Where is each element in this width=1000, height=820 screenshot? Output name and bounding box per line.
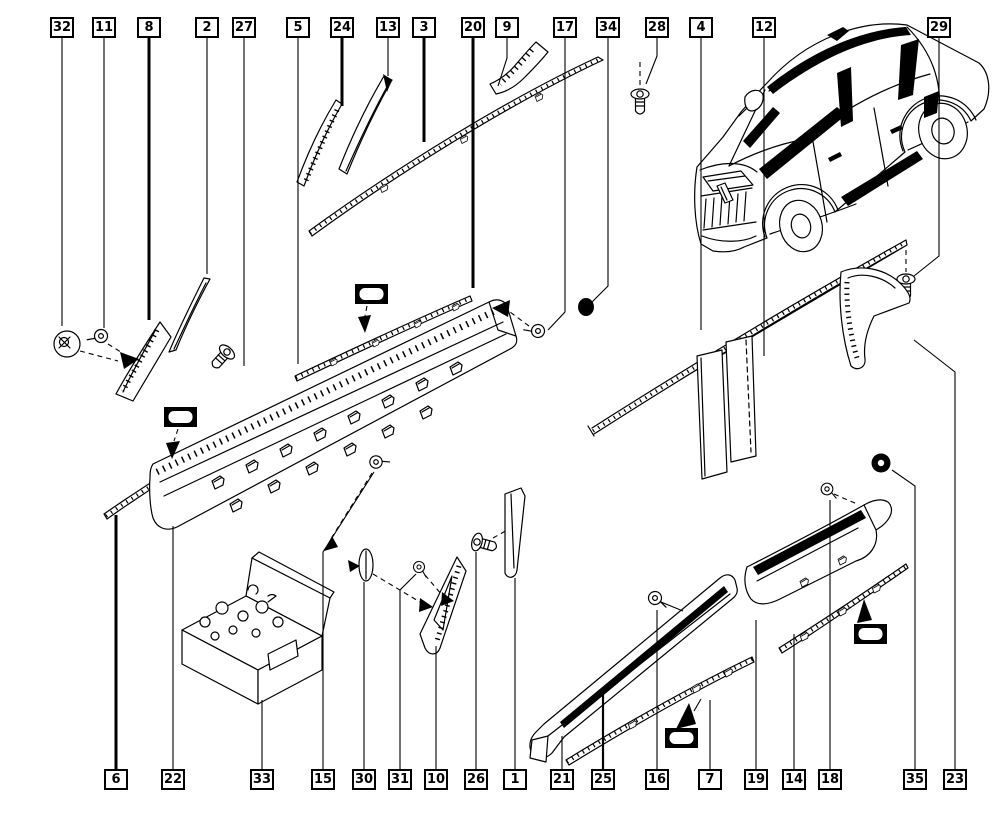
- callout-11[interactable]: 11: [92, 17, 116, 38]
- part-grommet-clip-32: [53, 330, 81, 358]
- part-clip-30: [348, 548, 374, 582]
- part-pillar-strip-2: [168, 277, 211, 353]
- part-blade-24: [296, 99, 343, 187]
- clip-kit-symbol: [665, 698, 702, 748]
- callout-9[interactable]: 9: [495, 17, 519, 38]
- clip-kit-symbol: [164, 407, 197, 459]
- part-roof-moulding-3: [308, 56, 604, 237]
- callout-7[interactable]: 7: [698, 769, 722, 790]
- callout-26[interactable]: 26: [464, 769, 488, 790]
- callout-35[interactable]: 35: [903, 769, 927, 790]
- callout-15[interactable]: 15: [311, 769, 335, 790]
- part-blade-13: [338, 74, 393, 175]
- part-clip-18: [818, 480, 858, 505]
- callout-5[interactable]: 5: [286, 17, 310, 38]
- callout-30[interactable]: 30: [352, 769, 376, 790]
- part-pillar-strip-1: [504, 487, 526, 578]
- callout-27[interactable]: 27: [232, 17, 256, 38]
- callout-28[interactable]: 28: [645, 17, 669, 38]
- part-screw-27: [206, 341, 238, 374]
- part-finisher-9: [489, 41, 549, 95]
- callout-32[interactable]: 32: [50, 17, 74, 38]
- callout-29[interactable]: 29: [927, 17, 951, 38]
- part-clip-31: [410, 558, 432, 578]
- callout-22[interactable]: 22: [161, 769, 185, 790]
- part-pillar-strips-12: [696, 335, 757, 480]
- part-lower-strip-7: [565, 656, 755, 766]
- assembly-arrow-icon: [120, 352, 139, 369]
- part-door-moulding-20: [149, 299, 518, 530]
- assembly-dashed-lines: [372, 573, 443, 603]
- callout-16[interactable]: 16: [645, 769, 669, 790]
- callout-6[interactable]: 6: [104, 769, 128, 790]
- callout-2[interactable]: 2: [195, 17, 219, 38]
- part-clip-17: [509, 311, 547, 343]
- part-screw-16: [646, 589, 684, 612]
- assembly-arrow-icon: [419, 592, 454, 612]
- clip-kit-symbol: [355, 284, 388, 333]
- callout-17[interactable]: 17: [553, 17, 577, 38]
- callout-14[interactable]: 14: [782, 769, 806, 790]
- callout-13[interactable]: 13: [376, 17, 400, 38]
- part-fastener-box-33: [181, 551, 335, 705]
- callout-3[interactable]: 3: [412, 17, 436, 38]
- part-strip-5: [294, 295, 473, 382]
- part-screw-28: [630, 62, 650, 115]
- part-screw-15: [324, 450, 391, 551]
- part-corner-trim-8: [115, 321, 172, 402]
- part-rear-moulding-19: [744, 499, 893, 605]
- callout-23[interactable]: 23: [943, 769, 967, 790]
- callout-4[interactable]: 4: [689, 17, 713, 38]
- callout-34[interactable]: 34: [596, 17, 620, 38]
- leader-lines: [61, 37, 956, 769]
- part-rivet-34: [578, 298, 594, 316]
- part-rear-strip-14: [778, 563, 909, 654]
- callout-1[interactable]: 1: [503, 769, 527, 790]
- callout-19[interactable]: 19: [744, 769, 768, 790]
- assembly-arrow-icon: [492, 300, 510, 317]
- part-grommet-35: [871, 453, 891, 473]
- callout-31[interactable]: 31: [388, 769, 412, 790]
- callout-10[interactable]: 10: [424, 769, 448, 790]
- clip-kit-symbol: [854, 599, 887, 644]
- callout-12[interactable]: 12: [752, 17, 776, 38]
- part-screw-29: [896, 250, 916, 300]
- callout-18[interactable]: 18: [818, 769, 842, 790]
- part-screw-26: [469, 528, 510, 557]
- part-sill-moulding-21: [529, 574, 738, 763]
- part-cpillar-trim-23: [839, 267, 911, 370]
- callout-8[interactable]: 8: [137, 17, 161, 38]
- callout-20[interactable]: 20: [461, 17, 485, 38]
- callout-24[interactable]: 24: [330, 17, 354, 38]
- callout-21[interactable]: 21: [550, 769, 574, 790]
- part-clip-11: [86, 326, 111, 350]
- callout-25[interactable]: 25: [591, 769, 615, 790]
- assembly-dashed-lines: [79, 343, 125, 362]
- callout-33[interactable]: 33: [250, 769, 274, 790]
- vehicle-illustration: [694, 23, 990, 253]
